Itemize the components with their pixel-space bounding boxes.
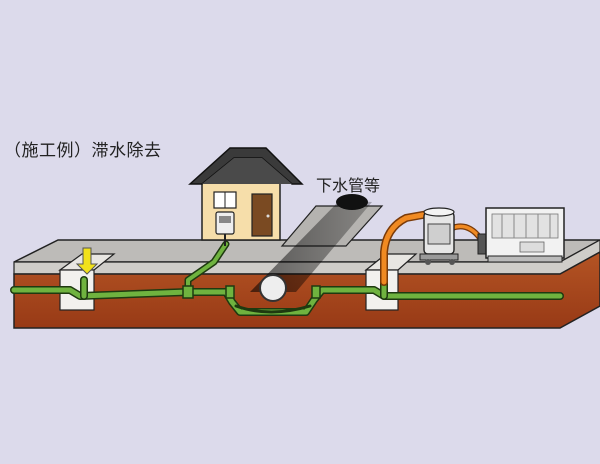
sewer-pipe-body: [250, 200, 372, 292]
pipe-joint: [225, 285, 235, 299]
sewer-pipe-end: [336, 194, 368, 210]
sewer-pipe-label: 下水管等: [316, 176, 381, 195]
pipe-joint: [311, 285, 321, 299]
water-meter-icon: [215, 211, 235, 246]
soil-front: [13, 251, 600, 329]
pipe-joint: [182, 285, 194, 299]
house-icon: [188, 147, 304, 241]
vacuum-tank-icon: [419, 207, 459, 265]
pump-unit-icon: [477, 207, 565, 263]
sewer-pipe-opening: [259, 274, 287, 302]
diagram-caption: （施工例）滞水除去: [4, 141, 162, 161]
down-arrow-icon: [75, 247, 99, 275]
